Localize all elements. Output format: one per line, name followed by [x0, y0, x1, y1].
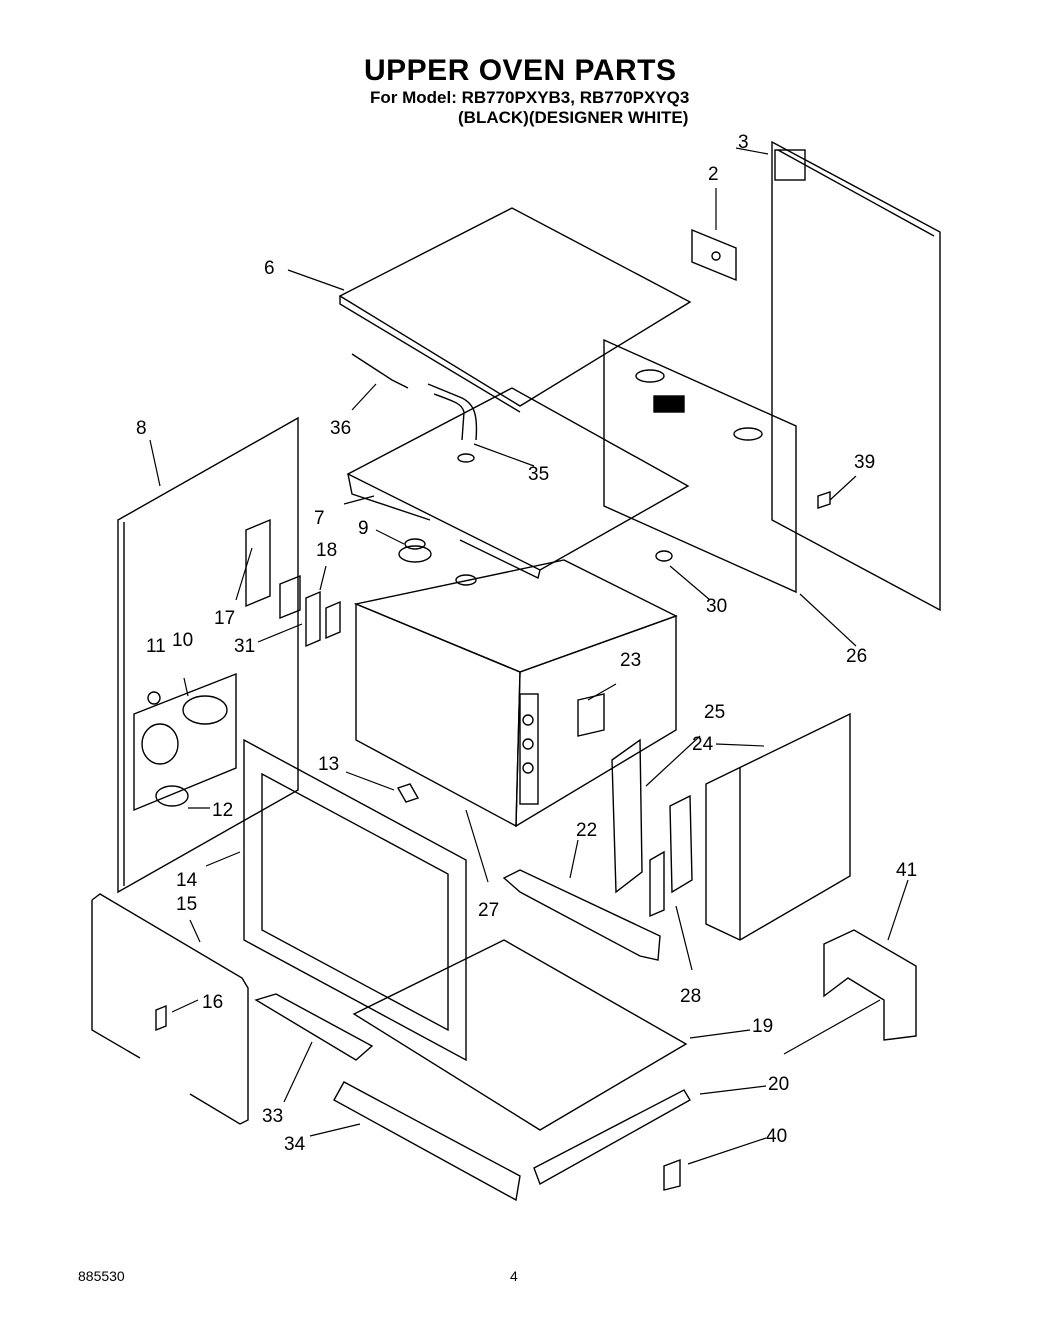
part-34-rail [333, 1081, 521, 1202]
callout-13: 13 [318, 754, 339, 775]
callout-35: 35 [528, 464, 549, 485]
document-number: 885530 [78, 1268, 125, 1284]
part-16-clip [155, 1004, 167, 1032]
model-line: For Model: RB770PXYB3, RB770PXYQ3 [370, 88, 690, 107]
part-9-fitting [398, 538, 477, 586]
callout-36: 36 [330, 418, 351, 439]
callout-33: 33 [262, 1106, 283, 1127]
callout-9: 9 [358, 518, 369, 539]
callout-17: 17 [214, 608, 235, 629]
leader-lines [149, 147, 909, 1165]
part-3-side-panel [771, 140, 941, 612]
callout-26: 26 [846, 646, 867, 667]
page-title: UPPER OVEN PARTS [364, 54, 677, 87]
callout-30: 30 [706, 596, 727, 617]
part-24-bracket [611, 738, 643, 894]
part-30-plug [655, 550, 673, 562]
callout-39: 39 [854, 452, 875, 473]
part-15-gasket [91, 893, 249, 1125]
part-23-bracket [577, 693, 605, 737]
callout-31: 31 [234, 636, 255, 657]
callout-14: 14 [176, 870, 198, 891]
part-17-18-31-hinges [245, 518, 341, 648]
callout-41: 41 [896, 860, 917, 881]
part-40-clip [663, 1158, 681, 1191]
part-25-side-panel [705, 712, 851, 941]
part-2-bracket [691, 228, 737, 282]
callout-27: 27 [478, 900, 499, 921]
callout-20: 20 [768, 1074, 789, 1095]
callout-6: 6 [264, 258, 275, 279]
part-35-36-vent-duct [351, 353, 478, 463]
callout-10: 10 [172, 630, 193, 651]
part-20-rail [533, 1089, 691, 1186]
color-line: (BLACK)(DESIGNER WHITE) [458, 108, 689, 127]
callout-22: 22 [576, 820, 597, 841]
callout-8: 8 [136, 418, 147, 439]
oven-cavity [353, 559, 678, 828]
callout-11: 11 [146, 636, 166, 657]
callout-28: 28 [680, 986, 701, 1007]
callout-3: 3 [738, 132, 749, 153]
part-26-rear-panel [603, 338, 797, 594]
callout-23: 23 [620, 650, 641, 671]
part-28-hinge [649, 794, 693, 918]
part-39-clip [817, 491, 831, 509]
callout-16: 16 [202, 992, 223, 1013]
callout-7: 7 [314, 508, 325, 529]
callout-15: 15 [176, 894, 197, 915]
callout-24: 24 [692, 734, 714, 755]
part-41-bracket [823, 929, 917, 1041]
callout-34: 34 [284, 1134, 306, 1155]
part-22-rail [502, 869, 661, 961]
callout-12: 12 [212, 800, 233, 821]
part-6-top-panel [338, 207, 692, 413]
part-19-bottom-panel [352, 939, 688, 1131]
part-13-fastener [396, 783, 420, 803]
callout-40: 40 [766, 1126, 787, 1147]
callout-2: 2 [708, 164, 719, 185]
callout-25: 25 [704, 702, 725, 723]
callout-18: 18 [316, 540, 337, 561]
callout-19: 19 [752, 1016, 773, 1037]
part-33-bracket [254, 993, 374, 1061]
part-8-side-panel [117, 416, 299, 894]
part-14-door-frame [243, 738, 467, 1062]
page-number: 4 [510, 1268, 518, 1284]
part-7-liner-top [346, 387, 690, 580]
